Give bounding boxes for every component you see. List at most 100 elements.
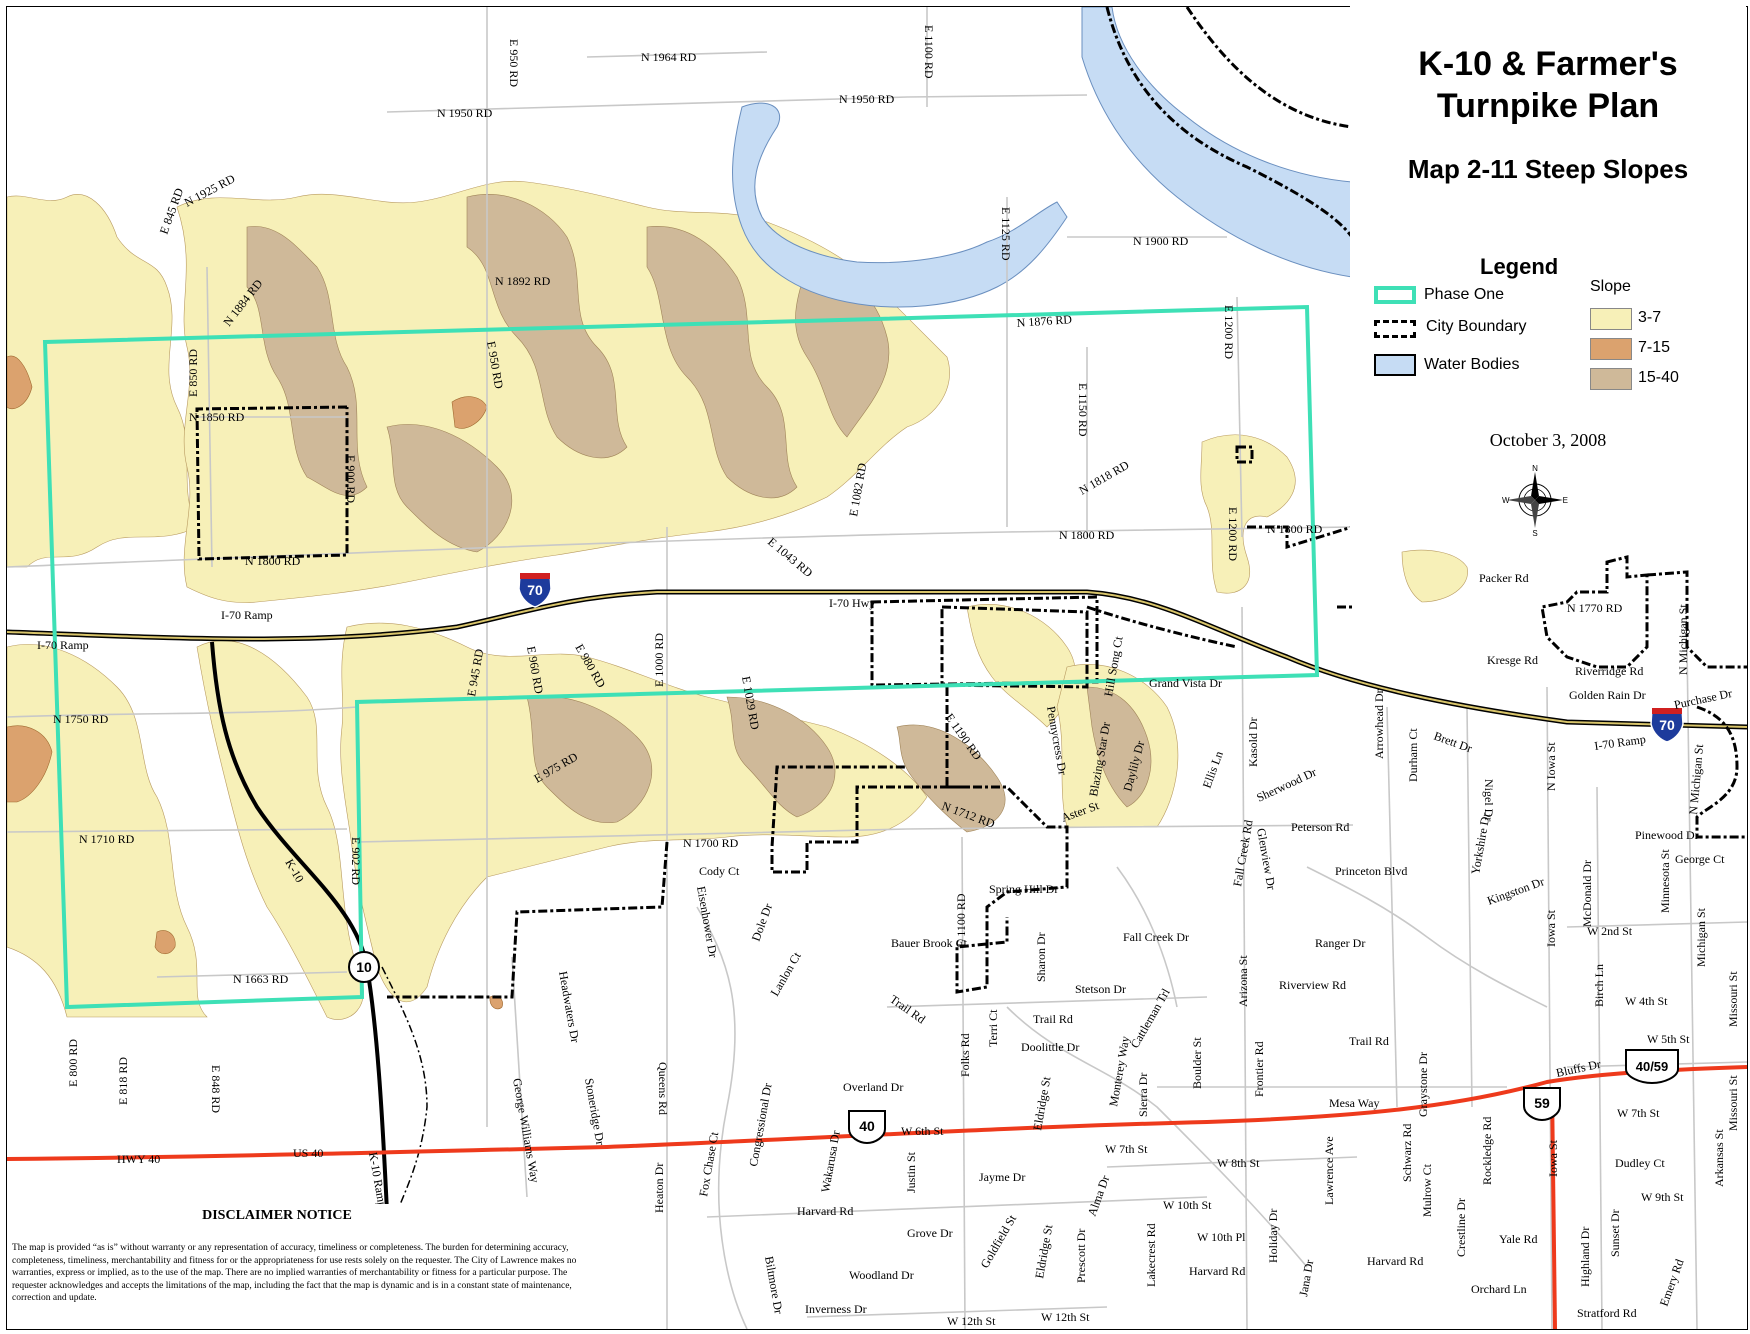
legend-label-slope-3-7: 3-7 — [1638, 309, 1662, 326]
road-label: E 1100 RD — [954, 893, 968, 947]
road-label: W 8th St — [1217, 1156, 1260, 1170]
map-title-line2: Turnpike Plan — [1436, 87, 1660, 125]
road-label: Dudley Ct — [1615, 1156, 1665, 1170]
road-label: Harvard Rd — [1367, 1254, 1423, 1268]
road-label: McDonald Dr — [1580, 860, 1594, 927]
road-label: Cody Ct — [699, 864, 740, 878]
road-label: Lakecrest Rd — [1144, 1223, 1158, 1287]
slope-7-15-area — [7, 725, 53, 803]
road-e850 — [206, 266, 213, 568]
legend-swatch-phase-one — [1374, 286, 1416, 304]
road-label: Lawrence Ave — [1322, 1136, 1336, 1205]
road-label: Sierra Dr — [1136, 1073, 1150, 1117]
road-label: Bauer Brook Ct — [891, 936, 968, 950]
us59-highway — [1550, 1086, 1557, 1329]
road-label: N 1876 RD — [1016, 312, 1073, 330]
road-label: Terri Ct — [986, 1009, 1000, 1047]
road-label: Holiday Dr — [1266, 1209, 1280, 1263]
road-misc7 — [1596, 786, 1603, 1329]
shield-us40: 40 — [848, 1110, 886, 1145]
road-label: W 10th Pl — [1197, 1230, 1246, 1244]
legend-title: Legend — [1480, 254, 1559, 279]
road-misc8 — [1686, 646, 1698, 1329]
road-label: W 4th St — [1625, 994, 1668, 1008]
road-label: Jayme Dr — [979, 1170, 1025, 1184]
road-label: Riverview Rd — [1279, 978, 1346, 992]
road-label: E 1100 RD — [922, 25, 936, 79]
shield-us59-label: 59 — [1534, 1095, 1550, 1111]
road-label: W 12th St — [947, 1314, 996, 1328]
road-label: Doolittle Dr — [1021, 1040, 1079, 1054]
road-label: N 1770 RD — [1567, 601, 1623, 615]
road-label: Stratford Rd — [1577, 1306, 1637, 1320]
road-label: Harvard Rd — [797, 1204, 853, 1218]
road-label: Folks Rd — [958, 1033, 972, 1077]
road-label: HWY 40 — [117, 1152, 160, 1166]
road-label: Packer Rd — [1479, 571, 1529, 585]
river-oxbow — [732, 102, 1068, 308]
road-label: E 818 RD — [116, 1057, 130, 1105]
road-e1200 — [1236, 296, 1243, 538]
road-label: Iowa St — [1546, 1139, 1560, 1177]
road-label: Woodland Dr — [849, 1268, 914, 1282]
road-label: W 12th St — [1041, 1310, 1090, 1324]
road-label: Kresge Rd — [1487, 653, 1538, 667]
road-label: Queens Rd — [656, 1062, 670, 1115]
slope-3-7-area — [1401, 549, 1468, 603]
road-label: Riverridge Rd — [1575, 664, 1643, 678]
road-label: Nigel Dr — [1482, 779, 1496, 821]
road-misc13 — [1566, 921, 1747, 928]
compass-rose-icon: N S W E — [1502, 464, 1568, 536]
road-n1710 — [7, 828, 348, 833]
slope-15-40-area — [386, 424, 513, 553]
road-label: W 10th St — [1163, 1198, 1212, 1212]
road-label: Boulder St — [1190, 1037, 1204, 1089]
road-label: Missouri St — [1726, 971, 1740, 1027]
road-n1800 — [7, 526, 1353, 568]
legend-swatch-city-boundary — [1374, 320, 1416, 338]
road-label: Durham Ct — [1406, 728, 1420, 782]
road-label: Pinewood Dr — [1635, 828, 1699, 842]
road-label: Grand Vista Dr — [1149, 676, 1222, 690]
road-label: N 1663 RD — [233, 972, 289, 986]
legend-slope-title: Slope — [1590, 278, 1631, 295]
road-misc2 — [1006, 1006, 1308, 1268]
road-label: N Michigan St — [1676, 604, 1690, 675]
road-label: Orchard Ln — [1471, 1282, 1527, 1296]
road-label: Sharon Dr — [1034, 932, 1048, 982]
road-label: Spring Hill Dr — [989, 882, 1058, 896]
road-label: Crestline Dr — [1454, 1198, 1468, 1257]
slope-15-40-area — [526, 695, 653, 824]
road-label: Trail Rd — [1033, 1012, 1073, 1026]
slope-7-15-area — [154, 930, 176, 955]
road-label: I-70 Ramp — [221, 608, 273, 622]
road-label: N 1950 RD — [437, 106, 493, 120]
road-label: E 950 RD — [507, 39, 521, 87]
road-label: Arizona St — [1236, 955, 1250, 1007]
road-label: Golden Rain Dr — [1569, 688, 1646, 702]
road-misc1 — [696, 906, 748, 1329]
road-misc10 — [706, 1196, 1208, 1218]
shield-i70-east: 70 — [1650, 707, 1684, 743]
legend-panel: K-10 & Farmer's Turnpike Plan Map 2-11 S… — [1350, 6, 1746, 536]
road-label: E 900 RD — [344, 455, 358, 503]
road-label: N 1710 RD — [79, 832, 135, 846]
road-misc5 — [1386, 706, 1398, 1108]
road-label: George Ct — [1675, 852, 1725, 866]
road-label: E 850 RD — [186, 349, 200, 397]
road-label: Ranger Dr — [1315, 936, 1365, 950]
phase-one-boundary[interactable] — [42, 304, 1320, 1010]
road-label: W 9th St — [1641, 1190, 1684, 1204]
road-label: E 1125 RD — [999, 207, 1013, 261]
road-label: Harvard Rd — [1189, 1264, 1245, 1278]
slope-3-7-area — [7, 194, 198, 568]
road-label: I-70 Ramp — [37, 638, 89, 652]
road-label: E 848 RD — [209, 1065, 223, 1113]
shield-i70-west: 70 — [518, 572, 552, 608]
shield-us59: 59 — [1523, 1087, 1561, 1122]
shield-i70-label: 70 — [1659, 717, 1675, 733]
road-label: Fall Creek Dr — [1123, 930, 1189, 944]
road-label: Jana Dr — [1296, 1259, 1316, 1298]
disclaimer-text: The map is provided “as is” without warr… — [12, 1243, 577, 1303]
